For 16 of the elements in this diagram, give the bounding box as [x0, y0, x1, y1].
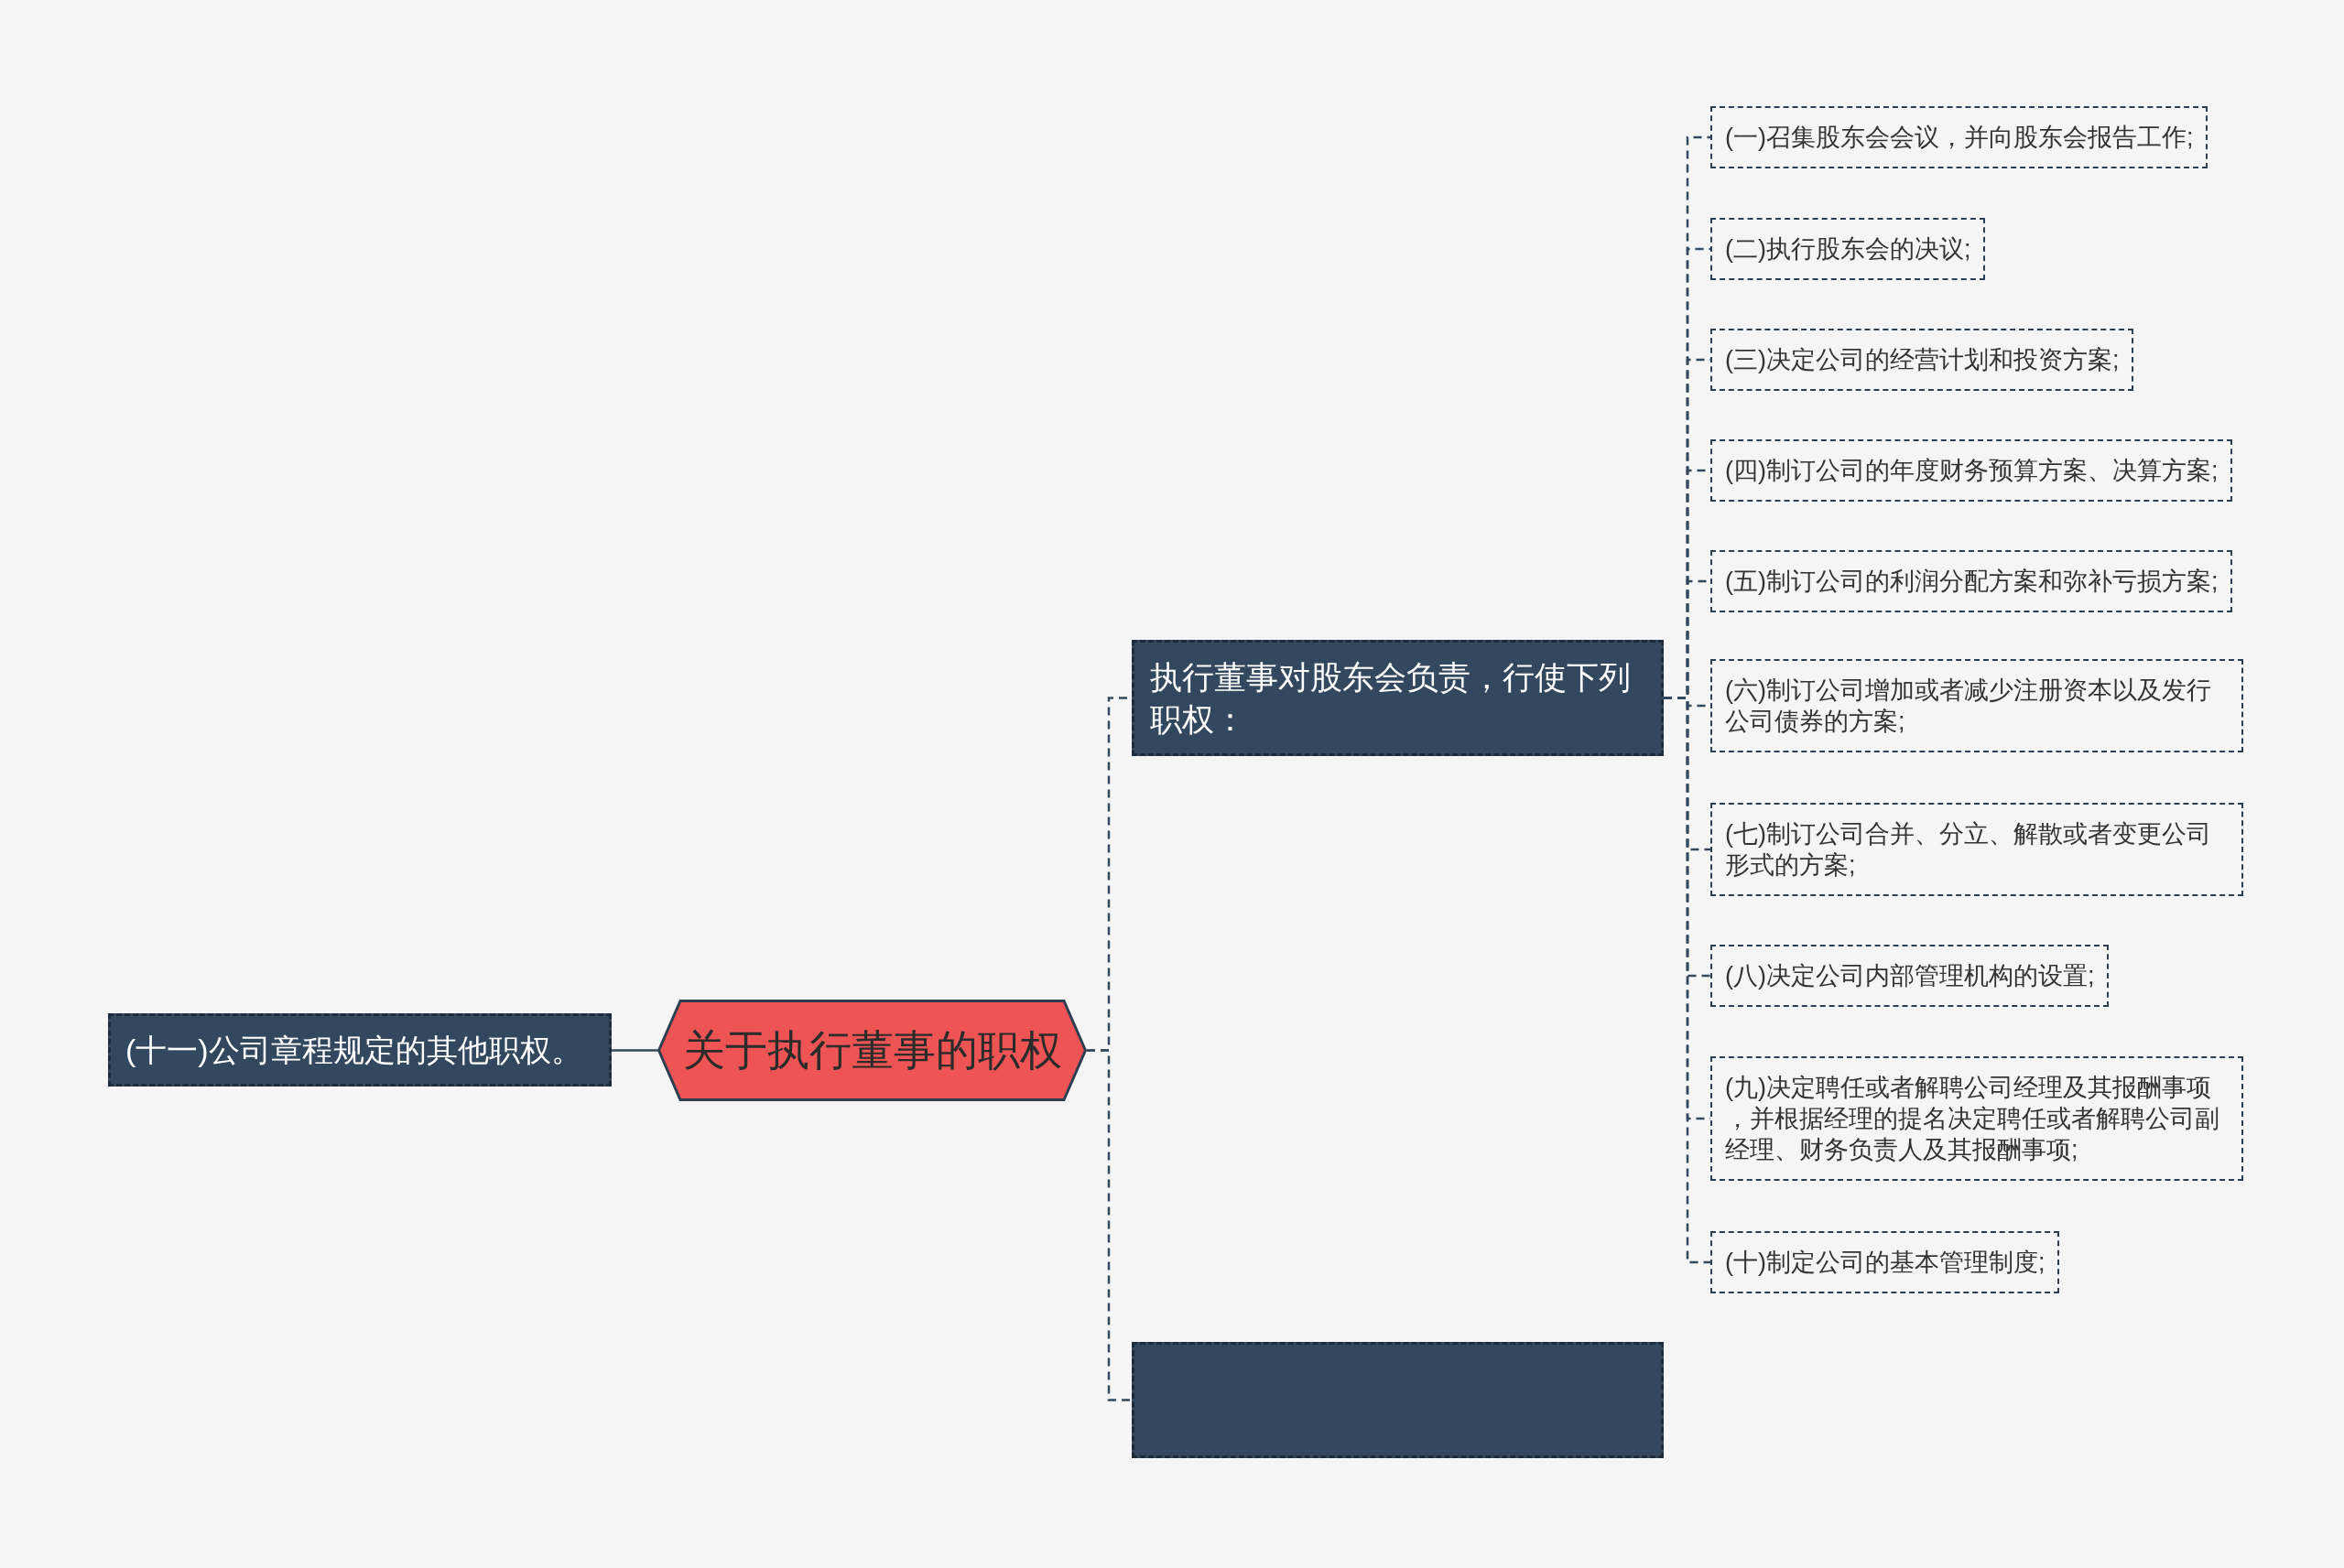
connector-line: [612, 1049, 657, 1052]
topic-hexagon: 关于执行董事的职权: [657, 1000, 1087, 1101]
subtopic-box: (五)制订公司的利润分配方案和弥补亏损方案;: [1710, 550, 2233, 612]
subtopic-box: (三)决定公司的经营计划和投资方案;: [1710, 329, 2134, 391]
topic-box: 执行董事对股东会负责，行使下列职权：: [1132, 640, 1664, 756]
subtopic-box: (六)制订公司增加或者减少注册资本以及发行公司债券的方案;: [1710, 659, 2243, 752]
connector-line: [1087, 1049, 1132, 1401]
subtopic-box: (九)决定聘任或者解聘公司经理及其报酬事项，并根据经理的提名决定聘任或者解聘公司副经理、财务负责人及其报酬事项;: [1710, 1056, 2243, 1181]
subtopic-box: (十)制定公司的基本管理制度;: [1710, 1231, 2060, 1293]
topic-box: [1132, 1342, 1664, 1458]
subtopic-box: (八)决定公司内部管理机构的设置;: [1710, 945, 2110, 1007]
subtopic-box: (一)召集股东会会议，并向股东会报告工作;: [1710, 106, 2208, 168]
subtopic-box: (七)制订公司合并、分立、解散或者变更公司形式的方案;: [1710, 803, 2243, 896]
subtopic-box: (四)制订公司的年度财务预算方案、决算方案;: [1710, 439, 2233, 502]
topic-box: (十一)公司章程规定的其他职权。: [108, 1013, 612, 1087]
subtopic-box: (二)执行股东会的决议;: [1710, 218, 1986, 280]
